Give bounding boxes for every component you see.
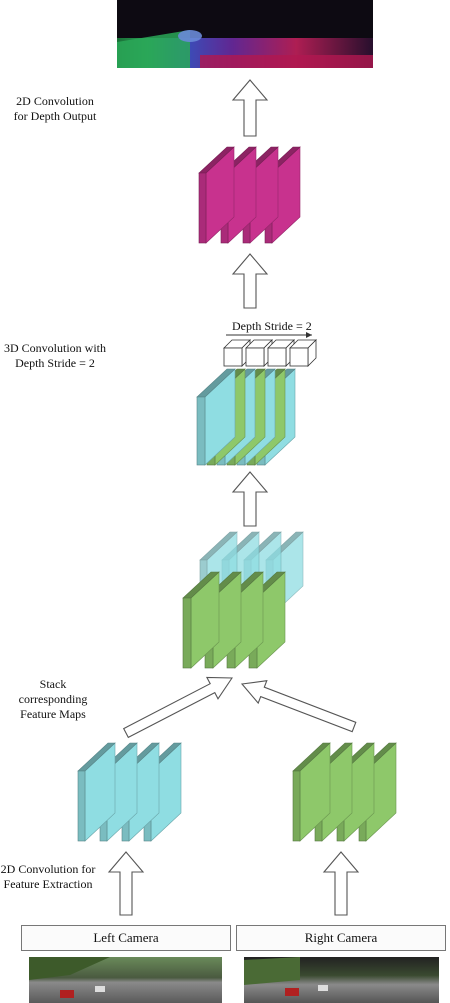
conv3d-line-2: Depth Stride = 2 xyxy=(15,356,95,370)
merge-arrow-right xyxy=(240,680,357,733)
depth-output-line-1: 2D Convolution xyxy=(16,94,94,108)
up-arrow-left-camera xyxy=(107,851,145,916)
feature-extraction-line-2: Feature Extraction xyxy=(3,877,93,891)
conv3d-label: 3D Convolution with Depth Stride = 2 xyxy=(0,341,120,371)
right-camera-image xyxy=(244,957,439,1003)
feature-extraction-label: 2D Convolution for Feature Extraction xyxy=(0,862,110,892)
depth-stride-arrow-label: Depth Stride = 2 xyxy=(232,319,312,333)
left-camera-image xyxy=(29,957,222,1003)
stack-line-1: Stack xyxy=(39,677,67,691)
stacked-green-slab-1 xyxy=(182,571,220,669)
up-arrow-stacked xyxy=(231,471,269,527)
left-feature-slab-1 xyxy=(77,742,116,842)
stack-label: Stack corresponding Feature Maps xyxy=(5,677,101,722)
conv3d-slab-1 xyxy=(196,368,236,466)
up-arrow-3d-conv xyxy=(231,253,269,309)
feature-extraction-line-1: 2D Convolution for xyxy=(0,862,96,876)
stride-cube-4 xyxy=(289,339,317,367)
depth-output-label: 2D Convolution for Depth Output xyxy=(0,94,110,124)
stack-line-3: Feature Maps xyxy=(20,707,86,721)
left-camera-label: Left Camera xyxy=(21,925,231,951)
merge-arrows xyxy=(122,676,357,739)
right-feature-slab-1 xyxy=(292,742,331,842)
upward-arrows xyxy=(107,79,360,916)
stack-line-2: corresponding xyxy=(18,692,88,706)
depth-stride-cubes xyxy=(223,339,317,367)
depth-output-image xyxy=(117,0,373,68)
up-arrow-right-camera xyxy=(322,851,360,916)
depth-stride-arrow xyxy=(226,332,312,338)
depth-output-line-2: for Depth Output xyxy=(13,109,97,123)
merge-arrow-left xyxy=(122,676,234,739)
conv3d-line-1: 3D Convolution with xyxy=(3,341,106,355)
right-camera-label: Right Camera xyxy=(236,925,446,951)
magenta-slab-1 xyxy=(198,146,235,244)
up-arrow-depth-output xyxy=(231,79,269,137)
feature-blocks xyxy=(77,146,397,842)
